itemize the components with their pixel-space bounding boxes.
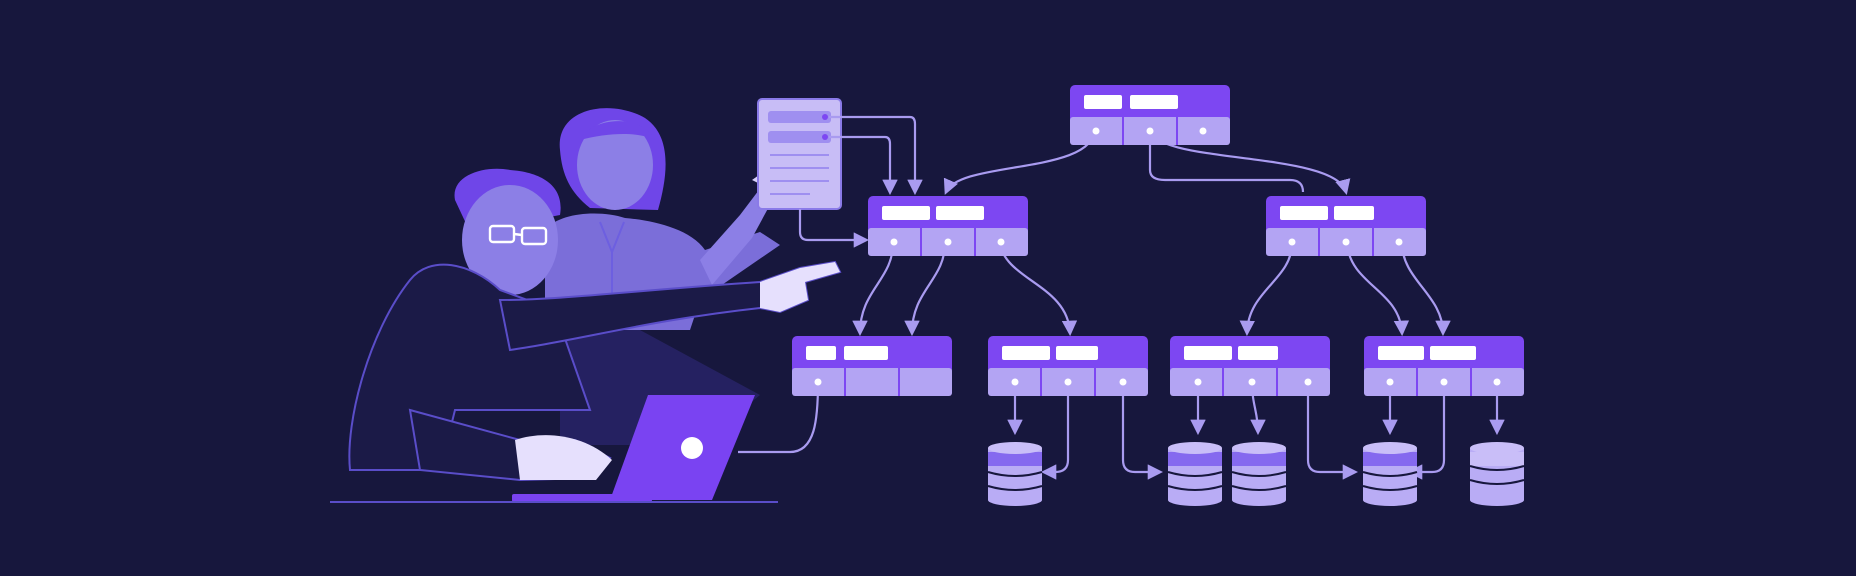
edge-internal-leaf [1239,242,1294,337]
edge-doc-to-internal [798,209,870,248]
laptop-icon [512,395,755,502]
btree-leaf-node-3 [1170,336,1330,396]
index-document-icon [757,98,842,210]
database-cylinder-icon [1167,442,1223,506]
edge-leaf-db [1306,382,1359,480]
btree-node-root [1070,85,1230,145]
person-at-laptop-icon [348,168,842,482]
edge-leaf-db [1040,382,1070,480]
btree-node-internal-left [868,196,1028,256]
edge-internal-leaf [904,242,947,337]
edge-internal-leaf [1400,242,1451,337]
edge-leaf-db [1121,382,1164,480]
edge-doc-to-internal [829,115,923,196]
edge-internal-leaf [852,242,895,337]
database-cylinder-icon [987,442,1043,506]
edge-internal-leaf [1345,242,1410,337]
edge-doc-to-internal [829,135,898,196]
edge-internal-leaf [998,242,1078,337]
people-illustration [330,108,842,503]
btree-leaf-node-4 [1364,336,1524,396]
edge-leaf-db [1406,382,1446,480]
tree-edges [738,115,1505,480]
edge-root-mid [1148,128,1305,193]
database-cylinder-icon [1362,442,1418,506]
btree-node-internal-right [1266,196,1426,256]
btree-leaf-node-2 [988,336,1148,396]
database-cylinder-icon [1231,442,1287,506]
btree-leaf-node-1 [792,336,952,396]
database-cylinder-icon [1469,442,1525,506]
